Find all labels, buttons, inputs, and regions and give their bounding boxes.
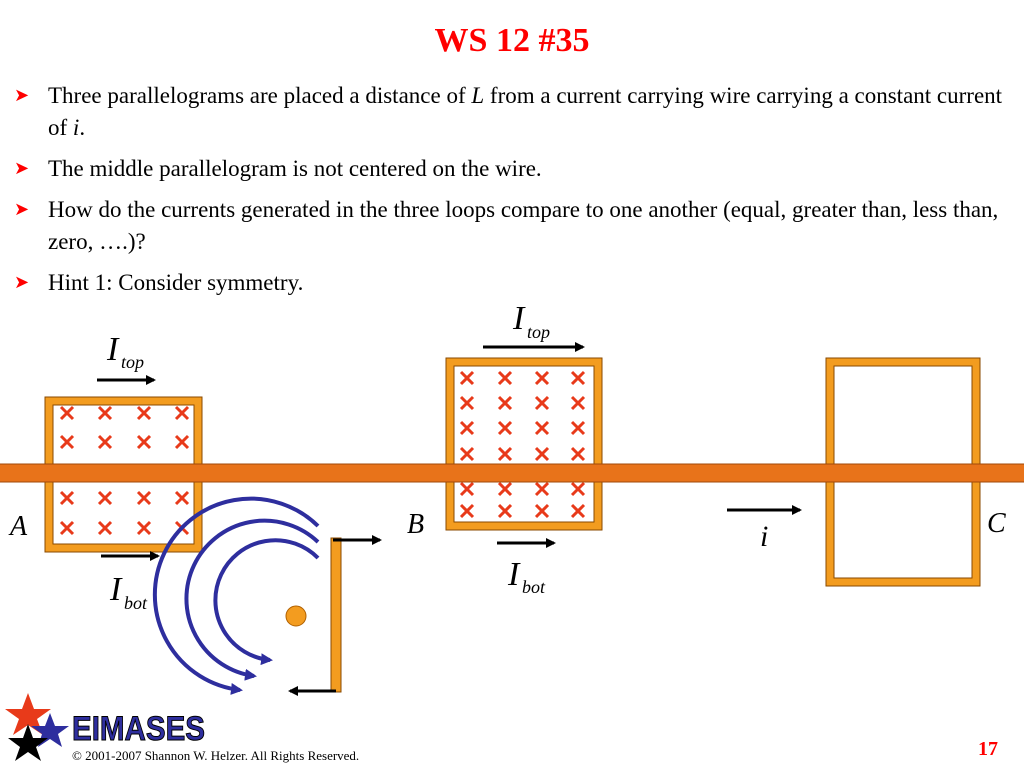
field-x-mark [174,434,190,450]
field-x-mark [497,446,513,462]
variable-L: L [471,83,485,108]
field-x-mark [497,481,513,497]
field-x-mark [497,420,513,436]
loop-label-c: C [987,508,1006,539]
bullet-arrow-icon: ➤ [14,199,30,220]
field-x-mark [136,520,152,536]
field-x-mark [497,503,513,519]
i-bot-subscript-b: bot [522,577,546,597]
field-x-mark [97,490,113,506]
wire-current-label: i [760,520,768,553]
field-x-mark [534,420,550,436]
field-x-mark [174,490,190,506]
field-x-mark [497,395,513,411]
field-x-mark [497,370,513,386]
field-x-mark [570,420,586,436]
field-x-mark [534,370,550,386]
field-x-mark [459,370,475,386]
field-x-mark [136,405,152,421]
bullet-text: The middle parallelogram is not centered… [48,156,542,181]
logo-text: EIMASES [72,710,205,748]
page-number: 17 [978,738,998,760]
field-x-mark [59,490,75,506]
copyright-footer: © 2001-2007 Shannon W. Helzer. All Right… [72,748,360,763]
loop-label-b: B [407,509,424,540]
field-x-marks-b [459,370,586,519]
bullet-text: . [79,115,86,140]
bullet-arrow-icon: ➤ [14,85,30,106]
bullet-text: Hint 1: Consider symmetry. [48,270,304,295]
field-x-mark [570,481,586,497]
bullet-item: ➤ How do the currents generated in the t… [14,194,1014,258]
bullet-item: ➤ Hint 1: Consider symmetry. [14,267,1014,299]
bullet-text: from a current carrying wire carrying a … [48,83,1003,140]
bullet-item: ➤ Three parallelograms are placed a dist… [14,80,1014,144]
field-lines-illustration [152,496,382,696]
bullet-arrow-icon: ➤ [14,158,30,179]
field-x-mark [570,370,586,386]
field-x-mark [59,405,75,421]
field-x-mark [59,434,75,450]
field-x-mark [174,405,190,421]
variable-i: i [72,115,80,140]
field-x-mark [570,503,586,519]
field-x-mark [570,395,586,411]
i-top-label-b: I [512,300,526,337]
field-x-mark [97,434,113,450]
i-bot-subscript-a: bot [124,593,148,613]
field-x-mark [534,395,550,411]
eimases-logo: EIMASES [5,693,206,761]
loop-b [446,358,602,530]
bullet-list: ➤ Three parallelograms are placed a dist… [14,80,1014,308]
bullet-text: Three parallelograms are placed a distan… [48,83,472,108]
field-x-mark [136,434,152,450]
field-x-mark [570,446,586,462]
field-x-mark [459,446,475,462]
slide-title: WS 12 #35 [434,22,590,59]
field-x-mark [459,481,475,497]
field-x-mark [459,503,475,519]
i-top-label-a: I [106,331,120,368]
current-wire [0,464,1024,482]
i-bot-label-a: I [109,571,123,608]
field-x-mark [459,395,475,411]
field-x-mark [534,481,550,497]
bullet-text: How do the currents generated in the thr… [48,197,999,254]
field-x-marks-a [59,405,190,536]
i-bot-label-b: I [507,556,521,593]
field-x-mark [59,520,75,536]
bullet-arrow-icon: ➤ [14,272,30,293]
field-x-mark [534,446,550,462]
field-x-mark [97,405,113,421]
bullet-item: ➤ The middle parallelogram is not center… [14,153,1014,185]
field-x-mark [136,490,152,506]
loop-label-a: A [8,511,28,542]
i-top-subscript-a: top [121,352,144,372]
field-x-mark [97,520,113,536]
field-x-mark [459,420,475,436]
i-top-subscript-b: top [527,322,550,342]
field-x-mark [534,503,550,519]
